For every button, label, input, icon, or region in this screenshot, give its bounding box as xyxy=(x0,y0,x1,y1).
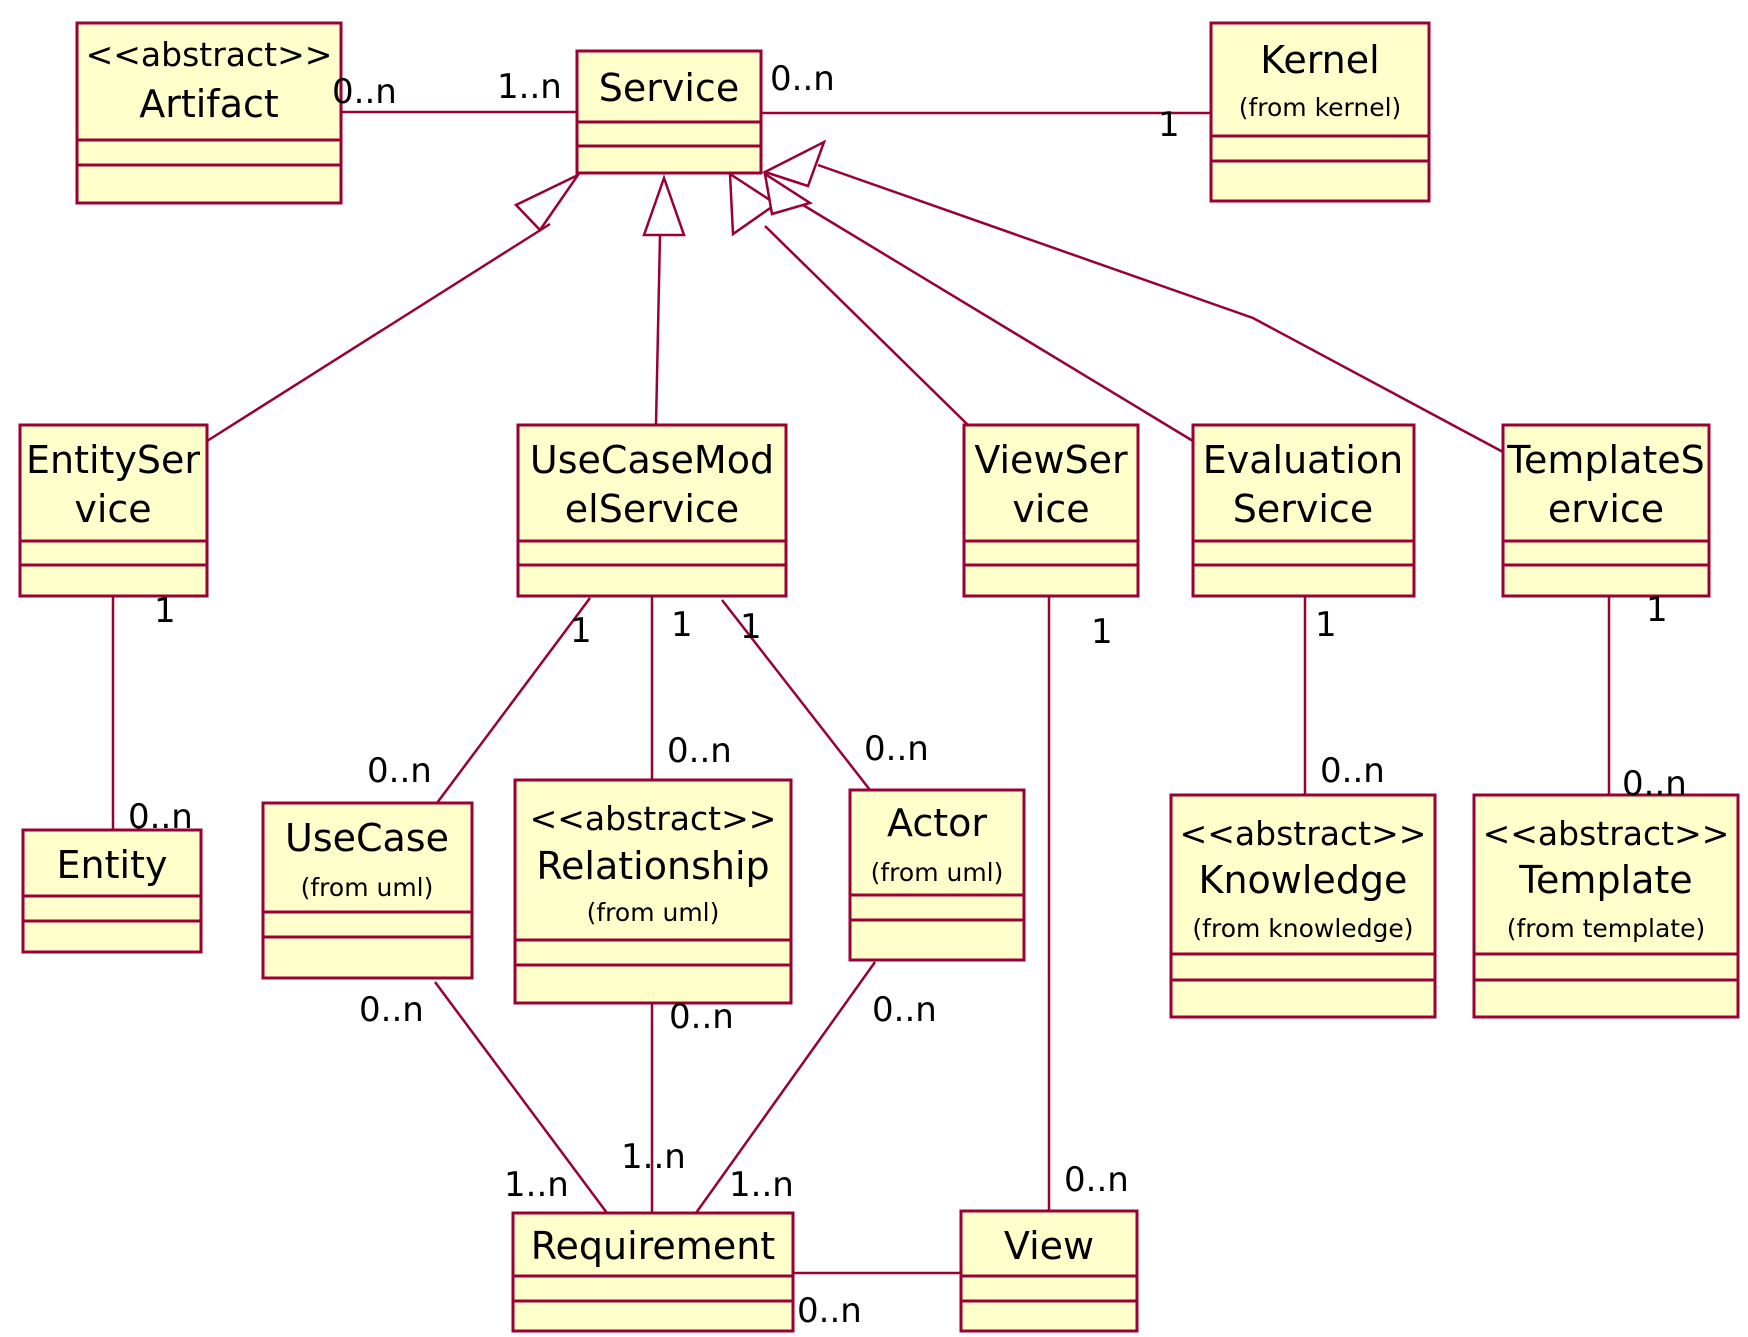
mult-actor-end-ucms: 0..n xyxy=(864,729,929,769)
class-usecase-model-service-name-line1: UseCaseMod xyxy=(530,438,774,482)
mult-knowledge-end: 0..n xyxy=(1320,751,1385,791)
class-artifact-name: Artifact xyxy=(139,82,279,126)
assoc-usecase-requirement xyxy=(433,981,609,1214)
class-evaluation-service-name-line2: Service xyxy=(1233,487,1373,531)
mult-viewservice-end: 1 xyxy=(1091,612,1113,652)
class-entity-service-name-line1: EntitySer xyxy=(26,438,200,482)
class-kernel-from: (from kernel) xyxy=(1239,93,1402,122)
generalizations xyxy=(206,139,1504,454)
mult-actor-end-requirement: 0..n xyxy=(872,990,937,1030)
assoc-ucms-actor xyxy=(721,599,871,791)
mult-usecase-end-ucms: 0..n xyxy=(367,751,432,791)
class-evaluation-service[interactable]: Evaluation Service xyxy=(1191,423,1416,598)
class-usecase-from: (from uml) xyxy=(301,873,434,902)
class-requirement[interactable]: Requirement xyxy=(511,1211,795,1333)
class-view-service-name-line2: vice xyxy=(1012,487,1089,531)
class-usecase-name: UseCase xyxy=(285,816,449,860)
mult-service-end-kernel: 0..n xyxy=(770,59,835,99)
class-template[interactable]: <<abstract>> Template (from template) xyxy=(1472,793,1740,1019)
gen-arrowhead-entityservice xyxy=(513,171,582,232)
mult-ucms-end-actor: 1 xyxy=(740,607,762,647)
class-requirement-name: Requirement xyxy=(531,1224,775,1268)
class-entity-service-name-line2: vice xyxy=(74,487,151,531)
gen-arrowhead-ucms xyxy=(642,174,686,237)
class-knowledge-name: Knowledge xyxy=(1199,858,1408,902)
mult-service-end-artifact: 1..n xyxy=(497,67,562,107)
mult-kernel-end: 1 xyxy=(1158,105,1180,145)
mult-requirement-end-relationship: 1..n xyxy=(621,1137,686,1177)
class-evaluation-service-name-line1: Evaluation xyxy=(1203,438,1404,482)
class-view-service[interactable]: ViewSer vice xyxy=(962,423,1140,598)
mult-requirement-end-usecase: 1..n xyxy=(504,1165,569,1205)
gen-ucms-service xyxy=(654,234,662,426)
class-view-service-name-line1: ViewSer xyxy=(974,438,1128,482)
mult-ucms-end-usecase: 1 xyxy=(570,611,592,651)
mult-relationship-end-requirement: 0..n xyxy=(669,997,734,1037)
class-entity[interactable]: Entity xyxy=(21,828,203,954)
class-actor-from: (from uml) xyxy=(871,858,1004,887)
mult-evaluation-end: 1 xyxy=(1315,605,1337,645)
class-knowledge-from: (from knowledge) xyxy=(1192,914,1413,943)
gen-arrowhead-viewservice xyxy=(728,171,779,237)
class-template-service-name-line1: TemplateS xyxy=(1506,438,1705,482)
mult-requirement-end-actor: 1..n xyxy=(729,1165,794,1205)
mult-relationship-end-ucms: 0..n xyxy=(667,731,732,771)
mult-usecase-end-requirement: 0..n xyxy=(359,990,424,1030)
class-relationship-from: (from uml) xyxy=(587,898,720,927)
class-relationship[interactable]: <<abstract>> Relationship (from uml) xyxy=(513,778,793,1005)
class-template-name: Template xyxy=(1518,858,1692,902)
class-view-name: View xyxy=(1004,1224,1094,1268)
assoc-ucms-usecase xyxy=(435,597,592,804)
mult-view-end-viewservice: 0..n xyxy=(1064,1160,1129,1200)
class-actor-name: Actor xyxy=(887,801,987,845)
class-artifact-stereotype: <<abstract>> xyxy=(86,35,333,74)
mult-templateservice-end: 1 xyxy=(1646,590,1668,630)
class-template-service[interactable]: TemplateS ervice xyxy=(1501,423,1711,598)
class-service-name: Service xyxy=(599,66,739,110)
class-usecase-model-service[interactable]: UseCaseMod elService xyxy=(516,423,788,598)
multiplicity-labels: 0..n 1..n 0..n 1 1 0..n 1 0..n 1 0..n 1 … xyxy=(128,59,1687,1331)
class-entity-service[interactable]: EntitySer vice xyxy=(18,423,209,598)
class-kernel-name: Kernel xyxy=(1260,38,1379,82)
gen-arrowhead-templateservice xyxy=(761,139,827,188)
class-relationship-name: Relationship xyxy=(536,844,769,888)
class-view[interactable]: View xyxy=(959,1209,1139,1333)
class-actor[interactable]: Actor (from uml) xyxy=(848,788,1026,962)
gen-viewservice-service xyxy=(764,225,969,426)
class-usecase-model-service-name-line2: elService xyxy=(565,487,739,531)
mult-entity-end: 0..n xyxy=(128,797,193,837)
assoc-actor-requirement xyxy=(694,961,877,1214)
gen-evaluation-service xyxy=(802,203,1194,443)
class-artifact[interactable]: <<abstract>> Artifact xyxy=(75,21,343,205)
mult-ucms-end-relationship: 1 xyxy=(671,605,693,645)
mult-template-end: 0..n xyxy=(1622,764,1687,804)
class-knowledge[interactable]: <<abstract>> Knowledge (from knowledge) xyxy=(1169,793,1437,1019)
class-template-stereotype: <<abstract>> xyxy=(1483,814,1730,853)
class-relationship-stereotype: <<abstract>> xyxy=(530,799,777,838)
class-template-from: (from template) xyxy=(1507,914,1706,943)
gen-templateservice-service xyxy=(817,163,1504,454)
class-knowledge-stereotype: <<abstract>> xyxy=(1180,814,1427,853)
gen-entityservice-service xyxy=(206,222,551,443)
class-kernel[interactable]: Kernel (from kernel) xyxy=(1209,21,1431,203)
mult-entityservice-end: 1 xyxy=(154,591,176,631)
gen-arrowhead-evaluation xyxy=(763,171,813,216)
class-service[interactable]: Service xyxy=(575,49,763,175)
mult-artifact-end: 0..n xyxy=(332,72,397,112)
class-template-service-name-line2: ervice xyxy=(1548,487,1664,531)
class-entity-name: Entity xyxy=(57,843,168,887)
mult-requirement-view-end: 0..n xyxy=(797,1291,862,1331)
class-usecase[interactable]: UseCase (from uml) xyxy=(261,801,474,980)
associations xyxy=(111,110,1611,1275)
